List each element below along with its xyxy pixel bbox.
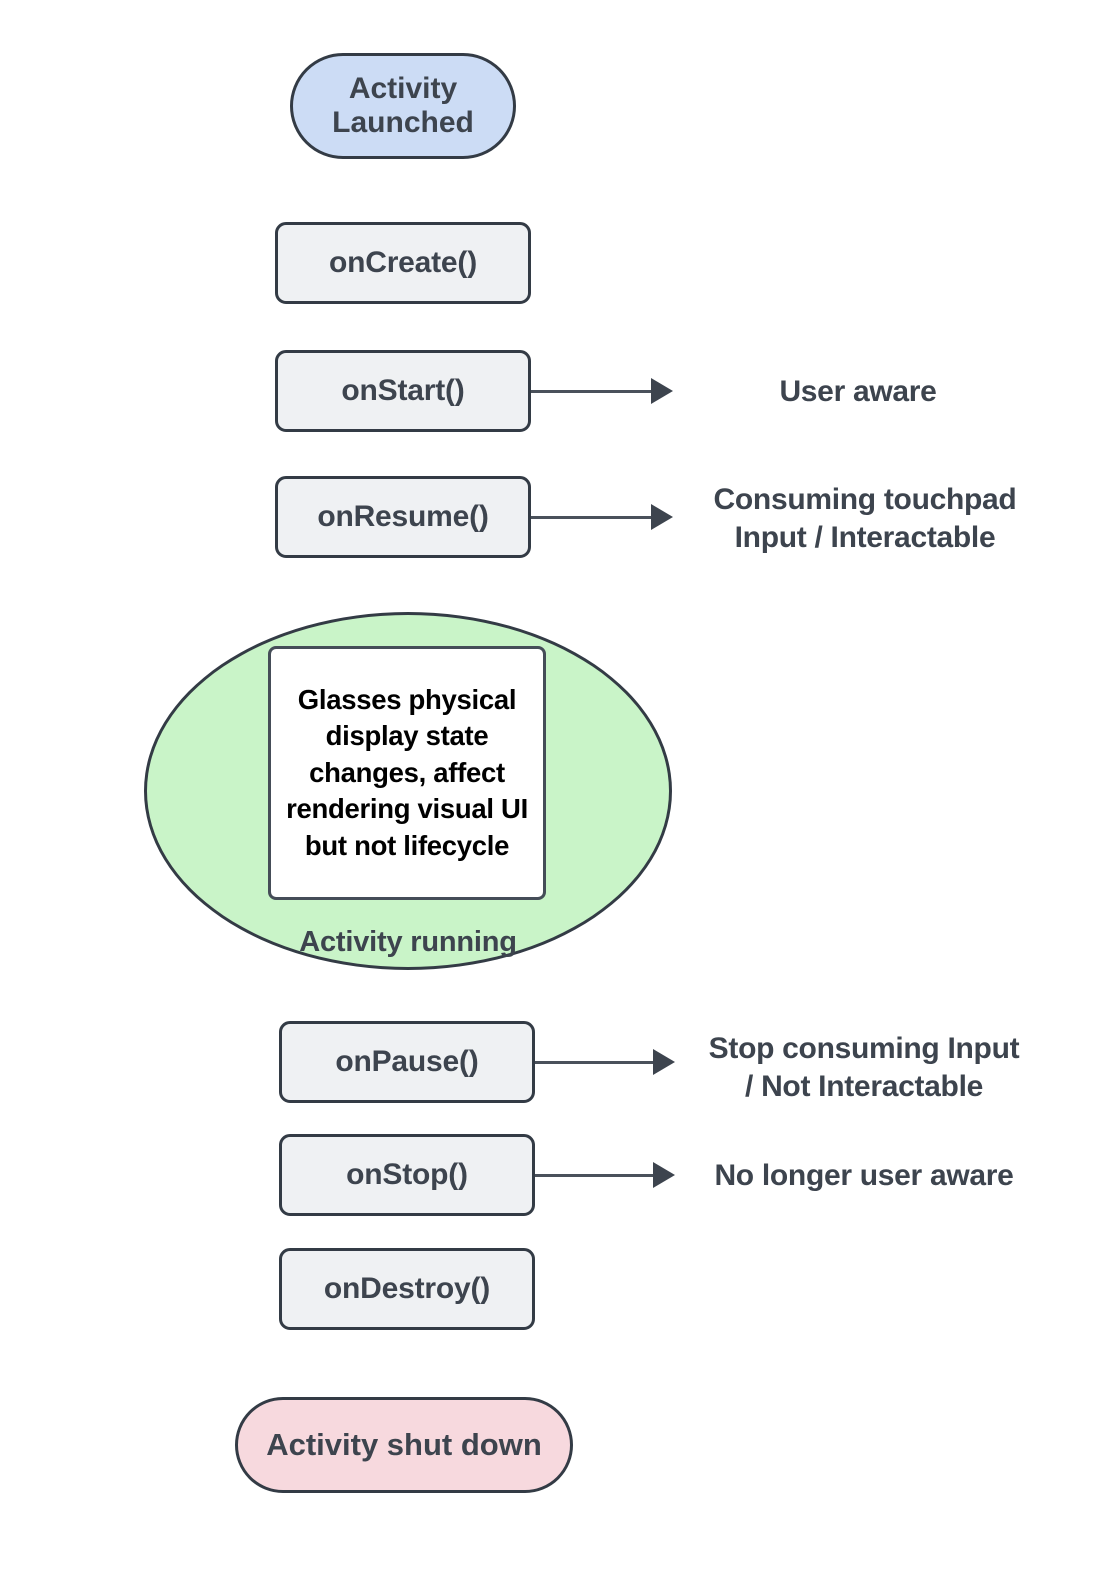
note-glasses-display-state: Glasses physical display state changes, … — [268, 646, 546, 900]
arrow-shaft — [535, 1061, 653, 1064]
arrow-shaft — [535, 1174, 653, 1177]
arrow-onstop-to-no-longer-user-aware — [535, 1162, 675, 1188]
arrow-shaft — [531, 390, 651, 393]
node-oncreate-label: onCreate() — [328, 245, 477, 279]
node-activity-launched-line2: Launched — [332, 106, 474, 139]
arrow-onstart-to-user-aware — [531, 378, 673, 404]
node-ondestroy: onDestroy() — [279, 1248, 535, 1330]
annotation-consuming-input-line2: Input / Interactable — [734, 520, 996, 554]
node-onresume-label: onResume() — [317, 499, 489, 533]
annotation-user-aware: User aware — [688, 373, 1028, 411]
arrow-onresume-to-consuming-input — [531, 504, 673, 530]
node-ondestroy-label: onDestroy() — [323, 1271, 491, 1305]
node-activity-running-label: Activity running — [299, 926, 517, 958]
node-onstop-label: onStop() — [346, 1157, 468, 1191]
node-oncreate: onCreate() — [275, 222, 531, 304]
annotation-stop-consuming-input-line2: / Not Interactable — [745, 1069, 983, 1103]
node-activity-shut-down-label: Activity shut down — [266, 1427, 542, 1463]
node-onpause: onPause() — [279, 1021, 535, 1103]
arrow-shaft — [531, 516, 651, 519]
annotation-stop-consuming-input: Stop consuming Input / Not Interactable — [690, 1030, 1038, 1106]
annotation-no-longer-user-aware-line1: No longer user aware — [714, 1159, 1014, 1192]
node-activity-launched: Activity Launched — [290, 53, 516, 159]
annotation-user-aware-line1: User aware — [779, 375, 937, 408]
node-onresume: onResume() — [275, 476, 531, 558]
note-glasses-display-state-text: Glasses physical display state changes, … — [286, 683, 528, 861]
node-onstop: onStop() — [279, 1134, 535, 1216]
annotation-consuming-input-line1: Consuming touchpad — [713, 483, 1017, 516]
arrow-head-icon — [653, 1049, 675, 1075]
node-onstart-label: onStart() — [341, 373, 465, 407]
node-activity-launched-label: Activity Launched — [332, 72, 474, 141]
arrow-onpause-to-stop-consuming-input — [535, 1049, 675, 1075]
arrow-head-icon — [651, 378, 673, 404]
node-onstart: onStart() — [275, 350, 531, 432]
arrow-head-icon — [653, 1162, 675, 1188]
annotation-stop-consuming-input-line1: Stop consuming Input — [708, 1032, 1020, 1065]
node-activity-launched-line1: Activity — [348, 71, 458, 105]
annotation-no-longer-user-aware: No longer user aware — [690, 1157, 1038, 1195]
annotation-consuming-input: Consuming touchpad Input / Interactable — [690, 481, 1040, 557]
arrow-head-icon — [651, 504, 673, 530]
node-activity-shut-down: Activity shut down — [235, 1397, 573, 1493]
node-onpause-label: onPause() — [335, 1044, 479, 1078]
